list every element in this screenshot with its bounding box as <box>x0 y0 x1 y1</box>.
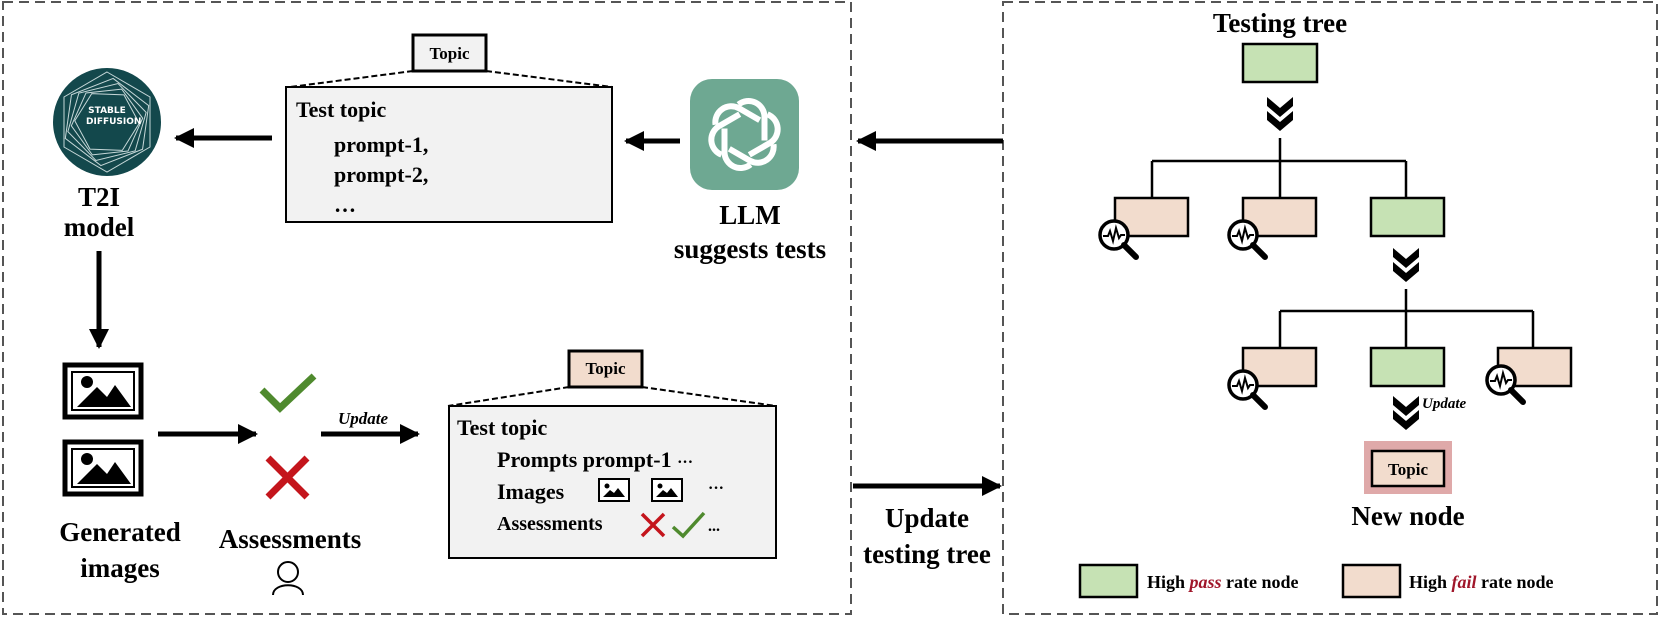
result-card-title: Test topic <box>457 415 548 440</box>
tree-root-node <box>1241 42 1319 84</box>
result-assessments-more: ... <box>708 518 720 535</box>
right-panel-border <box>1002 1 1658 615</box>
testing-tree <box>1100 42 1573 494</box>
tree-fail-node <box>1241 346 1318 388</box>
prompt-card-line: … <box>334 192 356 217</box>
prompt-card-tag: Topic <box>429 44 470 63</box>
legend-fail-label: High fail rate node <box>1409 572 1554 592</box>
result-images-label: Images <box>497 479 565 504</box>
small-image-icon <box>598 478 630 502</box>
prompt-card-line: prompt-2, <box>334 162 429 187</box>
result-prompts-label: Prompts prompt-1 ··· <box>497 447 694 472</box>
prompt-card-title: Test topic <box>296 97 387 122</box>
stable-diffusion-logo <box>53 68 161 176</box>
prompt-card-line: prompt-1, <box>334 132 429 157</box>
legend-pass-swatch <box>1078 563 1139 599</box>
cross-icon <box>265 455 310 500</box>
testing-tree-title: Testing tree <box>1212 8 1348 38</box>
left-panel-border <box>2 1 852 615</box>
new-node-tag: Topic <box>1387 460 1428 479</box>
tree-pass-node <box>1369 196 1446 238</box>
result-card-tag: Topic <box>585 359 626 378</box>
small-check-icon <box>671 511 706 539</box>
new-node <box>1370 449 1446 488</box>
prompt-card <box>285 33 613 223</box>
result-assessments-label: Assessments <box>497 513 603 535</box>
assessments-label: Assessments <box>218 524 362 554</box>
check-icon <box>259 373 317 413</box>
llm-logo <box>690 79 799 190</box>
result-images-more: ··· <box>708 480 725 497</box>
tree-fail-node <box>1113 196 1190 238</box>
generated-image-icon <box>65 442 141 494</box>
new-node-label: New node <box>1351 501 1465 531</box>
update-label: Update <box>338 409 389 428</box>
user-icon <box>272 561 304 596</box>
legend-pass-label: High pass rate node <box>1147 572 1299 592</box>
legend-fail-swatch <box>1341 563 1402 599</box>
small-image-icon <box>651 478 683 502</box>
small-cross-icon <box>640 512 666 538</box>
generated-image-icon <box>65 365 141 417</box>
tree-update-label: Update <box>1422 396 1467 412</box>
tree-pass-node <box>1369 346 1446 388</box>
result-card <box>447 349 777 559</box>
